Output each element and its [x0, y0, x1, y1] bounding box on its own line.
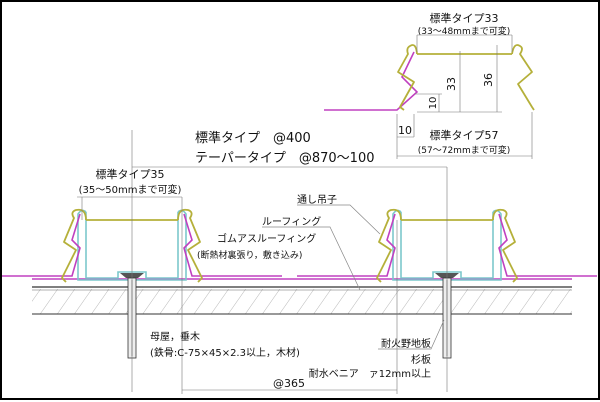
dim-10-horizontal: 10 — [398, 124, 412, 137]
dim-10-vertical: 10 — [428, 97, 439, 110]
detail-type33: 標準タイプ33 (33～48mmまで可変) 33 36 10 10 標準タイプ5… — [324, 11, 535, 159]
type35-title: 標準タイプ35 — [96, 167, 165, 181]
type35-range: (35～50mmまで可変) — [79, 183, 182, 196]
label-purlin-spec: (鉄骨:C-75×45×2.3以上，木材) — [150, 346, 300, 359]
dim-33: 33 — [445, 77, 458, 91]
label-clip: 通し吊子 — [297, 194, 337, 206]
dim-36: 36 — [482, 73, 495, 87]
label-rubber-roofing: ゴムアスルーフィング — [217, 232, 316, 245]
label-purlin: 母屋，垂木 — [150, 331, 200, 343]
label-fireproof-board: 耐火野地板 — [381, 337, 431, 350]
type57-title: 標準タイプ57 — [430, 128, 499, 142]
board-leader — [378, 319, 445, 350]
deck-hatch — [32, 289, 572, 314]
label-cedar: 杉板 — [411, 353, 431, 366]
pitch-standard: 標準タイプ @400 — [195, 130, 311, 146]
label-spacing: @365 — [273, 377, 305, 390]
label-veneer: 耐水ベニア ァ12mm以上 — [309, 367, 431, 380]
seam-left — [2, 208, 283, 359]
label-roofing: ルーフィング — [262, 215, 321, 228]
detail-range: (33～48mmまで可変) — [418, 25, 510, 37]
roofing-leader — [262, 226, 361, 291]
detail-title: 標準タイプ33 — [430, 11, 499, 25]
pitch-taper: テーパータイプ @870～100 — [195, 151, 375, 166]
clip-leader — [297, 204, 381, 235]
type57-range: (57～72mmまで可変) — [418, 144, 510, 156]
label-insulation: (断熱材裏張り，敷き込み) — [197, 249, 302, 261]
